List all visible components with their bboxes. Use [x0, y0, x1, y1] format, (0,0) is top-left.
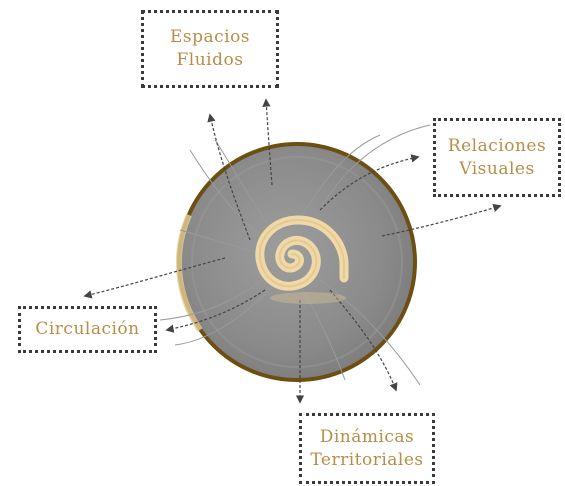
spiral-glow	[270, 292, 346, 304]
label-espacios-line1: Espacios	[170, 26, 250, 49]
label-espacios-fluidos: Espacios Fluidos	[141, 10, 279, 88]
label-relaciones-line1: Relaciones	[448, 135, 546, 158]
label-circulacion-text: Circulación	[35, 318, 139, 341]
label-dinamicas-line2: Territoriales	[310, 449, 423, 472]
label-espacios-line2: Fluidos	[170, 49, 250, 72]
label-relaciones-line2: Visuales	[448, 158, 546, 181]
label-relaciones-visuales: Relaciones Visuales	[433, 118, 561, 197]
label-circulacion: Circulación	[18, 306, 157, 353]
label-dinamicas-line1: Dinámicas	[310, 426, 423, 449]
label-dinamicas-territoriales: Dinámicas Territoriales	[299, 413, 435, 484]
